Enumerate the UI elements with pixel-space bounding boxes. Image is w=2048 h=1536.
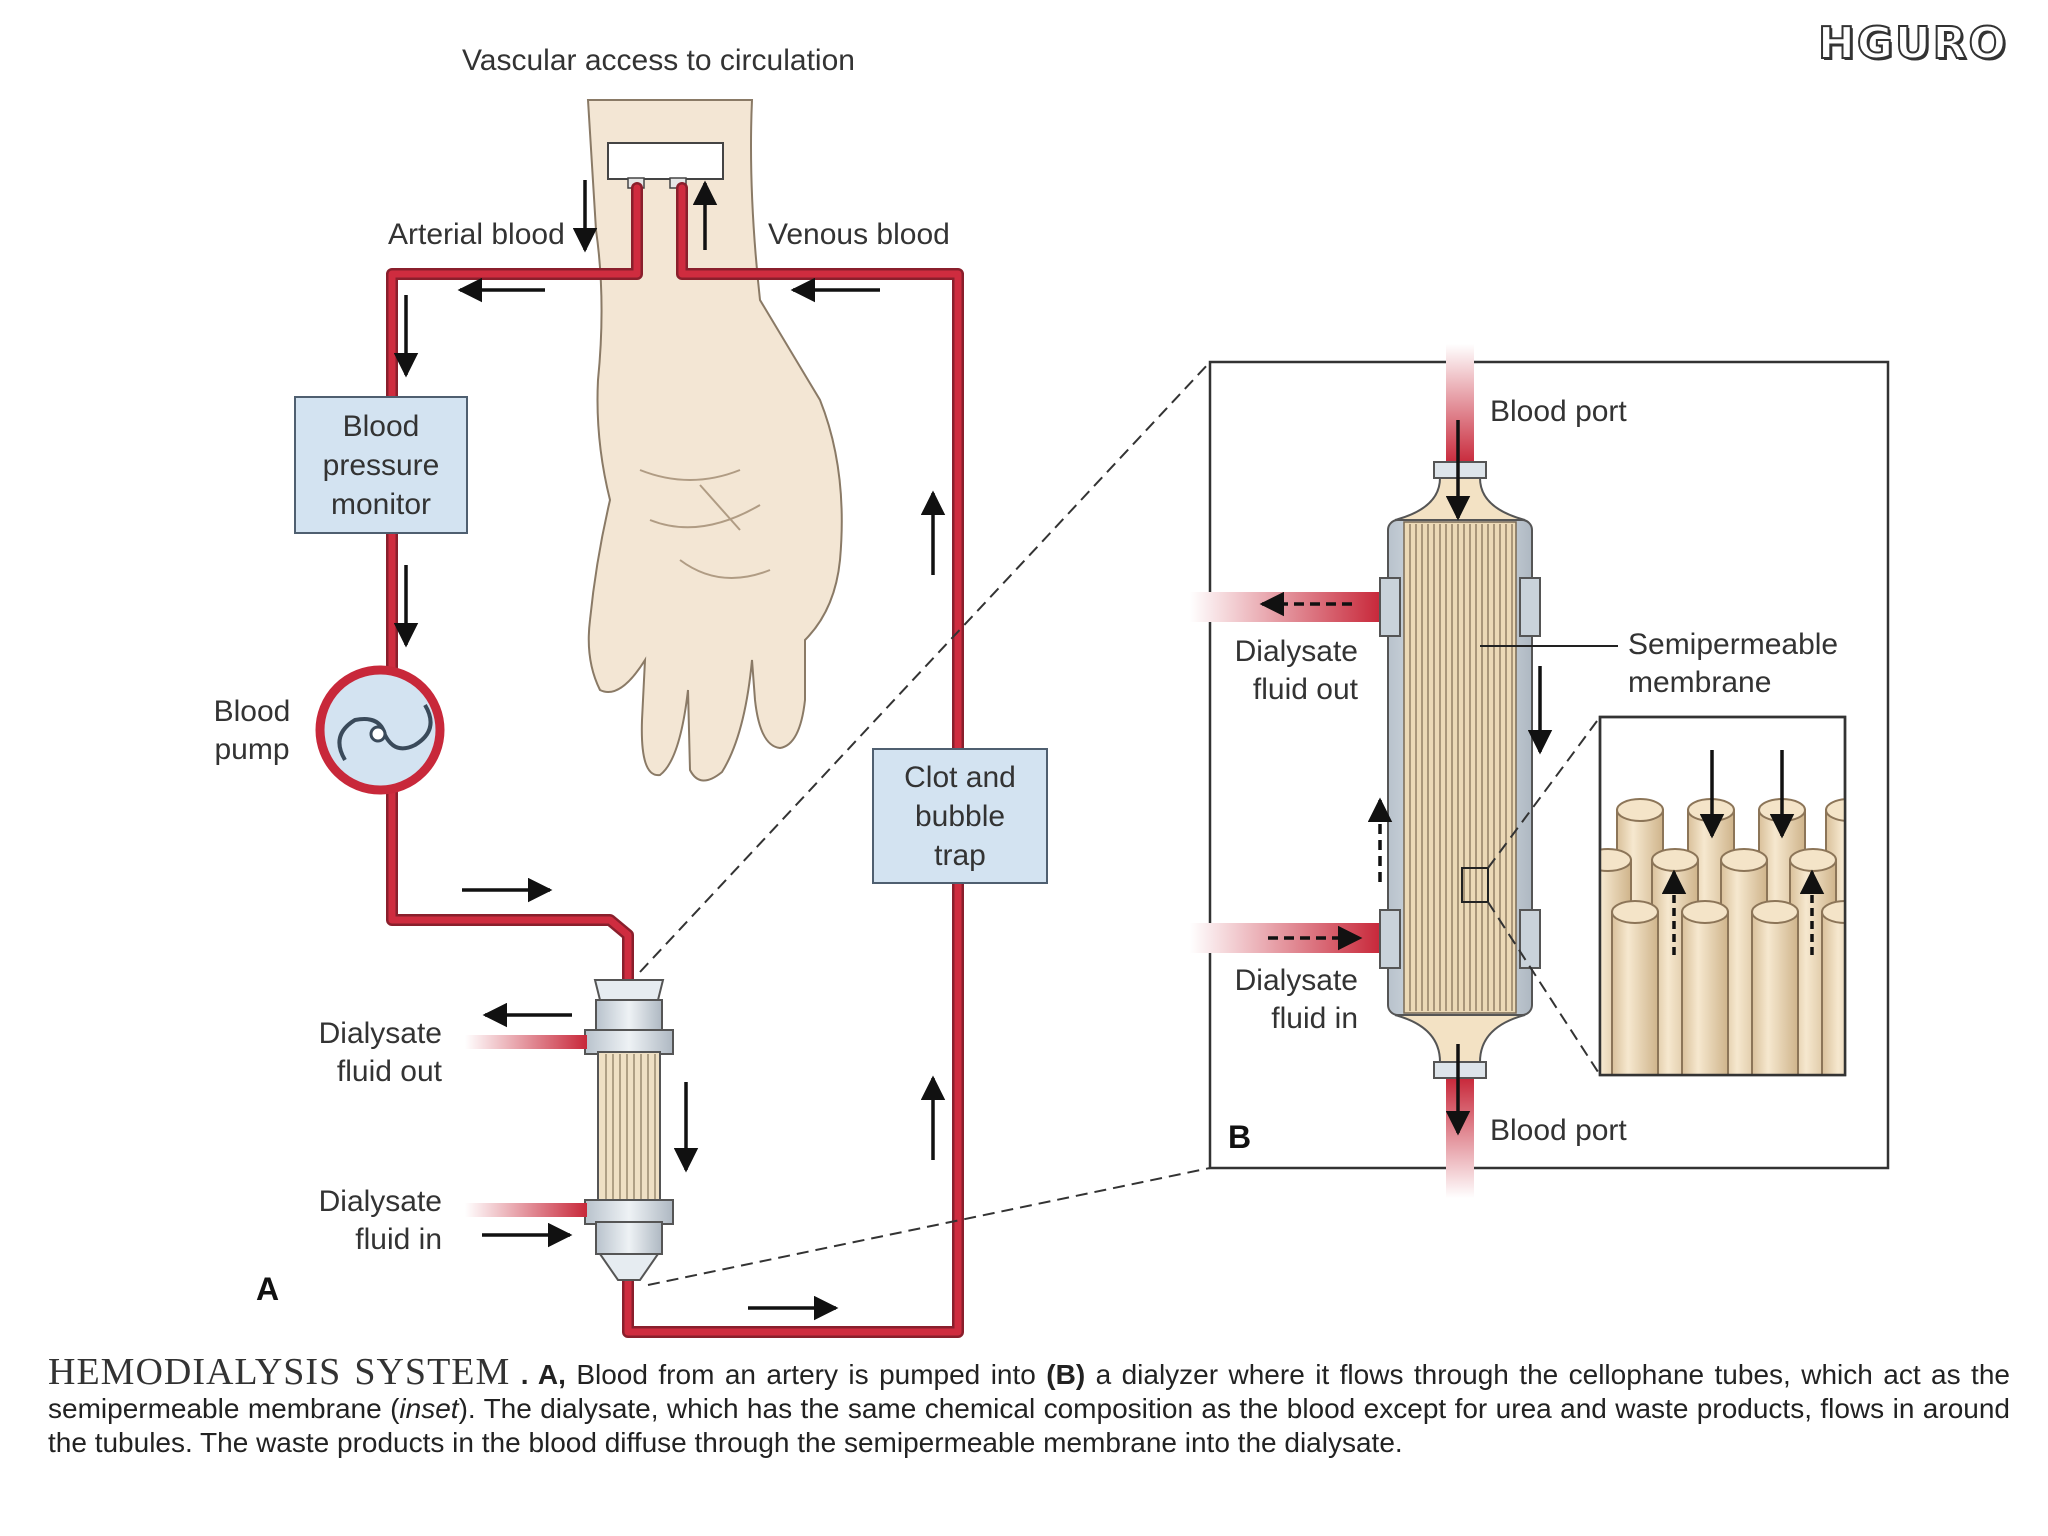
label-blood-port-bottom: Blood port bbox=[1490, 1114, 1627, 1147]
arm-illustration bbox=[586, 99, 843, 782]
label-dialysate-out-b: Dialysate fluid out bbox=[1234, 635, 1358, 706]
caption-title: HEMODIALYSIS SYSTEM bbox=[48, 1351, 511, 1393]
panel-label-a: A bbox=[256, 1271, 280, 1307]
label-dialysate-in-b: Dialysate fluid in bbox=[1234, 964, 1358, 1035]
membrane-inset bbox=[1598, 715, 1847, 1077]
caption-part3: ). The dialysate, which has the same che… bbox=[48, 1393, 2010, 1458]
hguro-logo: HGURO bbox=[1817, 17, 2008, 70]
label-dialysate-out-a: Dialysate fluid out bbox=[318, 1017, 442, 1088]
clot-bubble-trap-box: Clot and bubble trap bbox=[872, 748, 1048, 884]
caption-part1: Blood from an artery is pumped into bbox=[565, 1359, 1047, 1390]
caption-pre-a: . bbox=[510, 1359, 538, 1390]
label-semipermeable-membrane: Semipermeable membrane bbox=[1628, 628, 1839, 699]
label-arterial-blood: Arterial blood bbox=[388, 218, 565, 251]
caption-part2: a dialyzer where it flows through the ce… bbox=[48, 1359, 2010, 1424]
figure-caption: HEMODIALYSIS SYSTEM . A, Blood from an a… bbox=[48, 1353, 2010, 1460]
inset-guide-lines bbox=[1487, 716, 1601, 1076]
caption-inset: inset bbox=[399, 1393, 459, 1424]
caption-b: (B) bbox=[1046, 1359, 1086, 1390]
label-blood-port-top: Blood port bbox=[1490, 395, 1627, 428]
dialyzer-small bbox=[465, 979, 674, 1281]
label-venous-blood: Venous blood bbox=[768, 218, 950, 251]
label-blood-pump: Blood pump bbox=[213, 695, 291, 766]
blood-pressure-monitor-box: Blood pressure monitor bbox=[294, 396, 468, 534]
zoom-guide-lines bbox=[639, 361, 1211, 1286]
label-vascular-access: Vascular access to circulation bbox=[462, 44, 855, 77]
dialyzer-large bbox=[1190, 344, 1618, 1198]
label-dialysate-in-a: Dialysate fluid in bbox=[318, 1185, 442, 1256]
label-clot-trap: Clot and bubble trap bbox=[904, 760, 1016, 872]
panel-label-b: B bbox=[1228, 1119, 1252, 1155]
caption-a: A, bbox=[537, 1359, 566, 1390]
label-bp-monitor: Blood pressure monitor bbox=[322, 409, 440, 521]
blood-pump bbox=[315, 665, 445, 795]
flow-arrows bbox=[393, 180, 1825, 1321]
